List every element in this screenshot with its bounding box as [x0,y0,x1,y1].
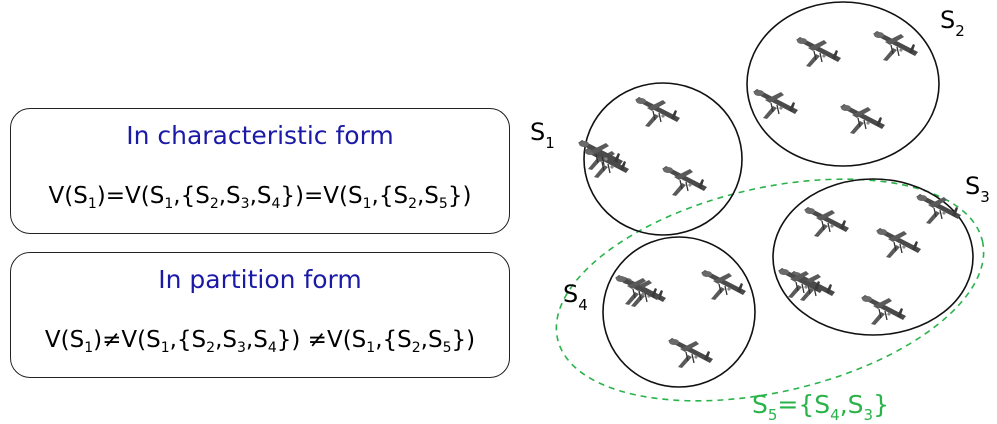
formula-text: V(S [44,327,85,353]
formula-subscript: 3 [237,340,246,356]
coalition-s1-drones [577,96,708,197]
formula-text: ,S [215,327,237,353]
coalition-s1-circle [583,82,743,236]
formula-subscript: 1 [84,340,94,356]
formula-text: ,S [249,183,272,209]
formula-text: }) [447,183,472,209]
coalition-s2-drones [752,30,919,135]
partition-form-formula: V(S1)≠V(S1,{S2,S3,S4}) ≠V(S1,{S2,S5}) [11,327,509,356]
formula-subscript: 2 [209,196,219,212]
drone-icon [583,147,630,179]
drone-icon [860,294,907,326]
characteristic-form-title: In characteristic form [126,121,394,150]
formula-text: ,{S [169,327,207,353]
characteristic-form-box: In characteristic form V(S1)=V(S1,{S2,S3… [10,108,510,234]
formula-subscript: 2 [408,196,417,212]
coalition-s3-label: S3 [965,172,990,206]
formula-text: ,S [417,183,439,209]
coalition-s5-label: S5={S4,S3} [752,390,889,424]
coalition-s2-circle [746,1,940,167]
formula-text: ,{S [375,327,412,353]
formula-text: V(S [48,183,88,209]
partition-form-box: In partition form V(S1)≠V(S1,{S2,S3,S4})… [10,252,510,378]
characteristic-form-formula: V(S1)=V(S1,{S2,S3,S4})=V(S1,{S2,S5}) [11,183,509,212]
formula-subscript: 3 [240,196,250,212]
formula-text: )≠V(S [93,327,161,353]
drone-icon [700,269,747,301]
formula-text: ,{S [173,183,210,209]
drone-icon [752,88,799,120]
drone-icon [634,96,681,128]
formula-subscript: 1 [362,196,372,212]
formula-text: ,S [245,327,268,353]
formula-subscript: 1 [160,340,170,356]
coalition-s2-label: S2 [940,6,965,40]
coalition-s3-circle [772,178,974,336]
formula-subscript: 5 [438,196,448,212]
drone-icon [872,30,919,62]
drone-icon [661,165,708,197]
drone-icon [839,103,886,135]
coalition-s5-boundary [555,178,985,402]
drone-icon [803,206,850,238]
formula-subscript: 1 [366,340,376,356]
coalition-s4-drones [614,269,747,369]
formula-subscript: 2 [411,340,421,356]
formula-text: })=V(S [280,183,363,209]
coalition-s4-circle [602,236,756,388]
formula-text: ,S [420,327,443,353]
drone-icon [795,36,842,68]
formula-text: ,S [218,183,241,209]
partition-form-title: In partition form [158,265,362,294]
formula-subscript: 1 [164,196,174,212]
formula-subscript: 4 [271,196,281,212]
formula-text: }) [451,327,476,353]
formula-subscript: 1 [87,196,97,212]
formula-subscript: 2 [206,340,216,356]
drone-icon [667,337,714,369]
drone-icon [875,227,922,259]
formula-text: )=V(S [96,183,165,209]
formula-text: ,{S [371,183,409,209]
formula-text: }) ≠V(S [276,327,367,353]
formula-subscript: 5 [442,340,452,356]
formula-subscript: 4 [267,340,277,356]
coalition-s1-label: S1 [530,118,555,152]
coalition-s4-label: S4 [563,280,588,314]
coalition-s3-drones [777,193,962,326]
